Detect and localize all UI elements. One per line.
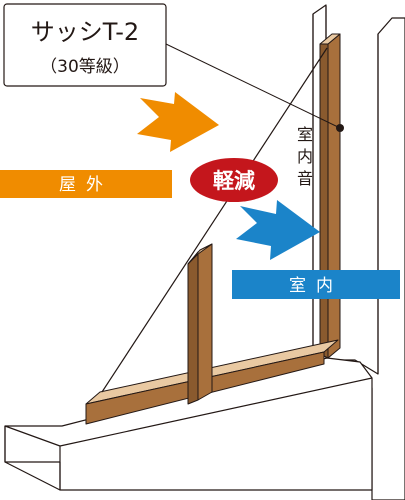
indoor-sound-char-2: 内 bbox=[297, 147, 313, 166]
callout-leader bbox=[165, 43, 341, 129]
glass-line bbox=[101, 47, 328, 393]
indoor-sound-char-1: 室 bbox=[297, 125, 313, 144]
indoor-label: 室内 bbox=[289, 276, 343, 296]
lower-stile-side bbox=[187, 251, 199, 405]
right-stile-front bbox=[327, 33, 341, 359]
indoor-sound-char-3: 音 bbox=[297, 169, 313, 188]
outdoor-label-bar bbox=[0, 170, 172, 198]
title-grade: （30等級） bbox=[40, 57, 130, 77]
title-box bbox=[3, 3, 167, 87]
indoor-sound-arrow bbox=[236, 200, 320, 260]
right-stile-top bbox=[319, 33, 341, 45]
outdoor-sound-arrow bbox=[137, 92, 219, 152]
indoor-label-bar bbox=[232, 270, 400, 299]
sill-front-edge bbox=[4, 426, 61, 491]
outdoor-label: 屋外 bbox=[59, 175, 113, 195]
indoor-sound-label: 室 内 音 bbox=[297, 125, 313, 188]
lower-stile-top bbox=[187, 243, 213, 265]
right-stile-side bbox=[319, 43, 329, 359]
lower-stile-front bbox=[197, 243, 213, 401]
reduction-label: 軽減 bbox=[213, 169, 255, 193]
title-product: サッシT-2 bbox=[31, 18, 139, 46]
callout-dot bbox=[336, 124, 344, 132]
reduction-badge bbox=[190, 158, 278, 202]
sill-top-edge bbox=[4, 377, 373, 490]
